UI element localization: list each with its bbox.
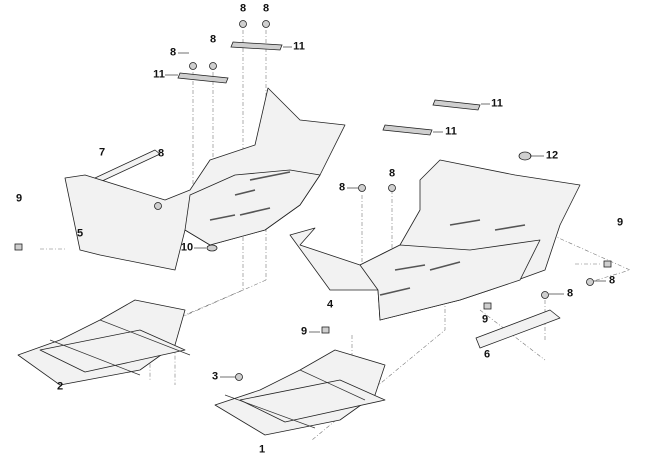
callout-4: 4 [326,298,334,311]
callout-9: 9 [481,313,489,326]
part-10-plug [206,244,218,252]
callout-8: 8 [608,274,616,287]
callout-6: 6 [483,348,491,361]
part-2-skid-plate [17,299,191,386]
callout-1: 1 [258,443,266,456]
part-6-strip [475,309,561,349]
callout-8: 8 [169,46,177,59]
callout-11: 11 [293,40,305,53]
callout-2: 2 [56,380,64,393]
callout-7: 7 [98,146,106,159]
callout-11: 11 [491,97,503,110]
callout-12: 12 [545,149,559,162]
callout-5: 5 [76,227,84,240]
part-4-right-footwell [289,159,581,321]
callout-9: 9 [15,192,23,205]
callout-9: 9 [300,325,308,338]
part-12-grommet [518,151,532,161]
part-5-left-footwell [64,87,346,271]
callout-8: 8 [338,181,346,194]
callout-10: 10 [180,241,194,254]
callout-8: 8 [262,2,270,15]
callout-11: 11 [153,68,165,81]
callout-8: 8 [209,33,217,46]
callout-8: 8 [239,2,247,15]
callout-3: 3 [211,370,219,383]
leader-lines [165,46,606,378]
callout-8: 8 [566,287,574,300]
callout-11: 11 [445,125,457,138]
callout-9: 9 [616,216,624,229]
part-11-strips [177,41,481,136]
callout-8: 8 [388,167,396,180]
part-1-skid-plate [214,349,386,436]
fasteners [14,20,612,381]
callout-8: 8 [157,147,165,160]
